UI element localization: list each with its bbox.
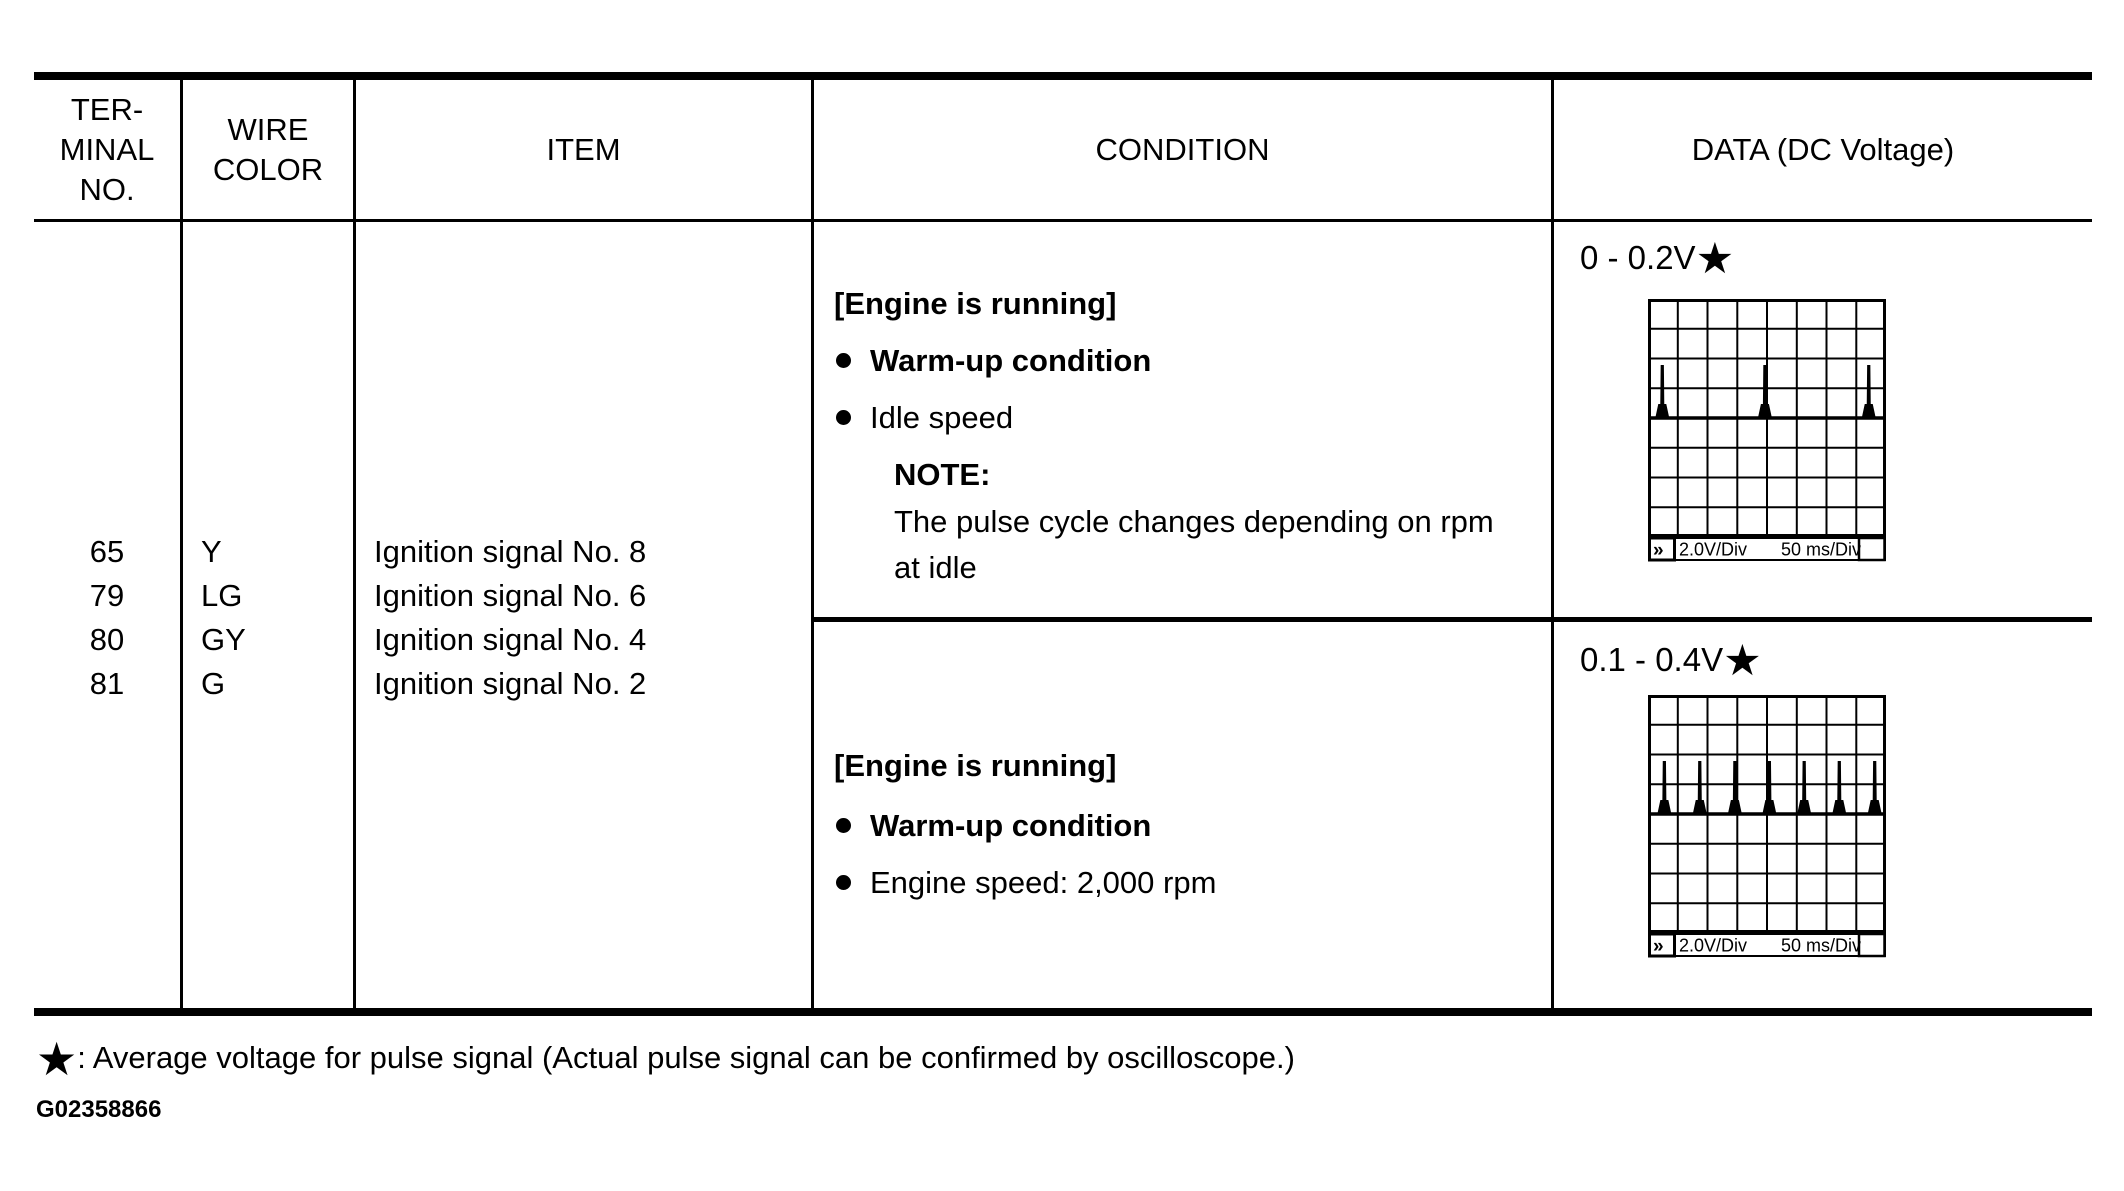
idle-condition-row: [Engine is running] Warm-up condition Id… bbox=[814, 222, 2092, 622]
table-body-row: 65 79 80 81 Y LG GY G Ignition signal No… bbox=[34, 222, 2092, 1008]
terminal-data-table: TER- MINAL NO. WIRE COLOR ITEM CONDITION… bbox=[34, 72, 2092, 1016]
table-header-row: TER- MINAL NO. WIRE COLOR ITEM CONDITION… bbox=[34, 80, 2092, 222]
wire-color-gy: GY bbox=[201, 622, 246, 657]
rpm-condition-row: [Engine is running] Warm-up condition En… bbox=[814, 622, 2092, 1008]
item-ignition-signal-2: Ignition signal No. 2 bbox=[374, 666, 647, 701]
svg-text:»: » bbox=[1653, 540, 1664, 561]
header-condition: CONDITION bbox=[814, 80, 1554, 219]
header-terminal-no: TER- MINAL NO. bbox=[34, 80, 183, 219]
item-ignition-signal-4: Ignition signal No. 4 bbox=[374, 622, 647, 657]
footnote-text: : Average voltage for pulse signal (Actu… bbox=[77, 1040, 1295, 1075]
condition-bullet-warmup: Warm-up condition bbox=[834, 804, 1551, 848]
svg-text:50 ms/Div: 50 ms/Div bbox=[1781, 936, 1861, 956]
wire-color-lg: LG bbox=[201, 578, 243, 613]
header-wire-color: WIRE COLOR bbox=[183, 80, 356, 219]
header-data-dc-voltage: DATA (DC Voltage) bbox=[1691, 131, 1955, 167]
terminal-80: 80 bbox=[89, 622, 125, 657]
svg-text:2.0V/Div: 2.0V/Div bbox=[1679, 540, 1747, 560]
condition-data-stack: [Engine is running] Warm-up condition Id… bbox=[814, 222, 2092, 1008]
star-icon: ★ bbox=[1723, 637, 1762, 685]
wire-colors-cell: Y LG GY G bbox=[183, 222, 356, 1008]
bullet-icon bbox=[836, 818, 851, 834]
terminal-81: 81 bbox=[89, 666, 125, 701]
terminal-numbers-cell: 65 79 80 81 bbox=[34, 222, 183, 1008]
oscilloscope-idle: » 2.0V/Div 50 ms/Div bbox=[1648, 299, 2092, 567]
footnote: ★: Average voltage for pulse signal (Act… bbox=[36, 1036, 1295, 1082]
item-ignition-signal-6: Ignition signal No. 6 bbox=[374, 578, 647, 613]
note-text-line2: at idle bbox=[894, 550, 977, 585]
note-label: NOTE: bbox=[894, 457, 991, 492]
oscilloscope-svg: » 2.0V/Div 50 ms/Div bbox=[1648, 299, 1886, 562]
condition-bullet-warmup: Warm-up condition bbox=[834, 339, 1551, 383]
figure-id: G02358866 bbox=[36, 1096, 162, 1123]
svg-text:50 ms/Div: 50 ms/Div bbox=[1781, 540, 1861, 560]
data-cell-2000rpm: 0.1 - 0.4V★ » 2.0V/Div 50 ms/Div bbox=[1554, 622, 2092, 1008]
wire-color-y: Y bbox=[201, 534, 222, 569]
condition-header: [Engine is running] bbox=[834, 286, 1117, 321]
bullet-icon bbox=[836, 353, 851, 369]
condition-cell-idle: [Engine is running] Warm-up condition Id… bbox=[814, 222, 1554, 617]
bullet-icon bbox=[836, 410, 851, 426]
items-cell: Ignition signal No. 8 Ignition signal No… bbox=[356, 222, 814, 1008]
header-item: ITEM bbox=[356, 80, 814, 219]
voltage-range-2000rpm: 0.1 - 0.4V★ bbox=[1580, 637, 1762, 685]
wire-color-g: G bbox=[201, 666, 226, 701]
note-text-line1: The pulse cycle changes depending on rpm bbox=[894, 504, 1494, 539]
bullet-icon bbox=[836, 875, 851, 891]
item-ignition-signal-8: Ignition signal No. 8 bbox=[374, 534, 647, 569]
svg-text:2.0V/Div: 2.0V/Div bbox=[1679, 936, 1747, 956]
condition-cell-2000rpm: [Engine is running] Warm-up condition En… bbox=[814, 622, 1554, 1008]
voltage-range-idle: 0 - 0.2V★ bbox=[1580, 235, 1735, 283]
condition-header: [Engine is running] bbox=[834, 748, 1117, 783]
star-icon: ★ bbox=[1695, 235, 1735, 283]
oscilloscope-2000rpm: » 2.0V/Div 50 ms/Div bbox=[1648, 695, 2092, 963]
svg-text:»: » bbox=[1653, 936, 1664, 957]
terminal-65: 65 bbox=[89, 534, 125, 569]
data-cell-idle: 0 - 0.2V★ » 2.0V/Div 50 ms/Div bbox=[1554, 222, 2092, 617]
terminal-79: 79 bbox=[89, 578, 125, 613]
condition-bullet-engine-speed: Engine speed: 2,000 rpm bbox=[834, 861, 1551, 905]
star-icon: ★ bbox=[36, 1033, 78, 1085]
oscilloscope-svg: » 2.0V/Div 50 ms/Div bbox=[1648, 695, 1886, 958]
condition-bullet-idle-speed: Idle speed bbox=[834, 396, 1551, 440]
